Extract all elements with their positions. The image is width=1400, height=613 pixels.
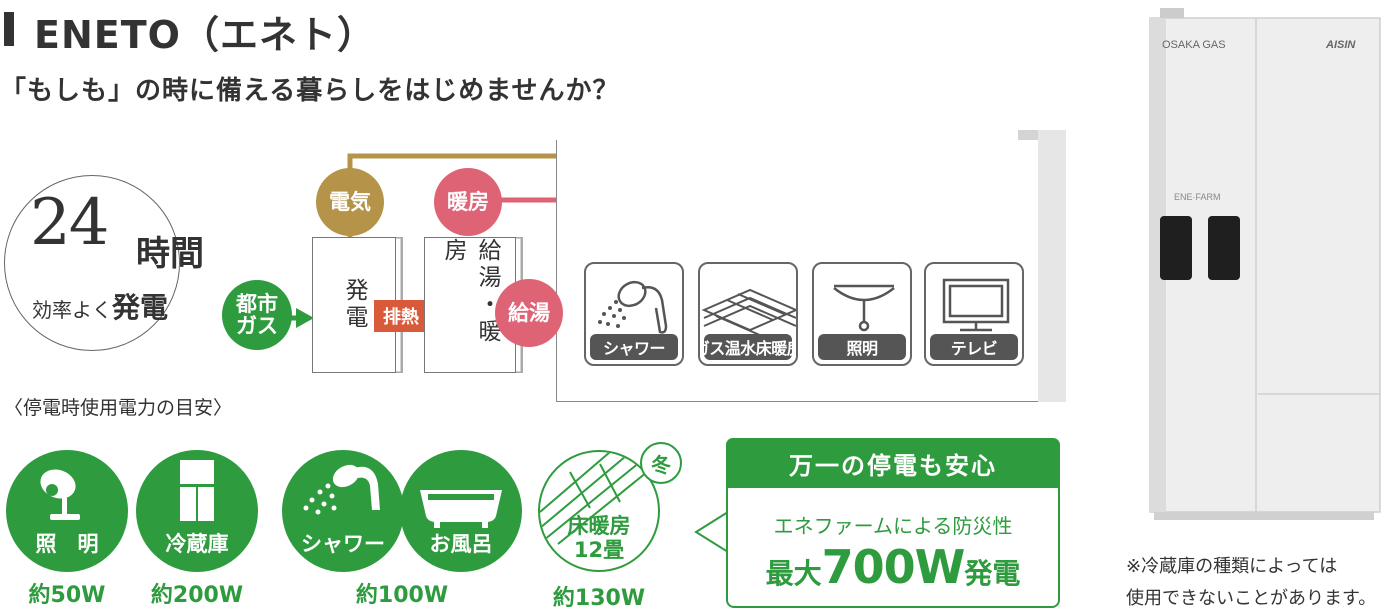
safety-pre: 最大 [765,557,822,590]
usage-fridge-circle: 冷蔵庫 [136,450,258,572]
city-gas-circle: 都市ガス [222,280,292,350]
brand-right: AISIN [1325,39,1356,51]
brand-left: OSAKA GAS [1162,39,1226,51]
appliance-shower: シャワー [584,262,684,366]
heating-circle: 暖房 [434,168,502,236]
usage-shower-bath-watt: 約100W [355,583,449,608]
tv-icon [942,278,1010,332]
display-panel-right [1208,216,1240,280]
badge-24h-caption: 効率よく発電 [32,286,168,326]
floor-heating-icon [701,288,796,337]
usage-fridge-label: 冷蔵庫 [165,532,229,556]
badge-24h-number: 24 [30,186,109,260]
electricity-label: 電気 [329,189,371,214]
usage-light-watt: 約50W [28,583,106,608]
title-bar-mark [4,12,14,46]
usage-bath-circle: お風呂 [400,450,522,572]
appliance-tv: テレビ [924,262,1024,366]
generation-label: 発電 [341,278,367,332]
usage-shower-label: シャワー [301,532,385,556]
ene-farm-unit-image: OSAKA GAS AISIN ENE·FARM [1149,8,1381,520]
appliance-floor-heating-label: ガス温水床暖房 [700,334,796,360]
safety-line2: 最大700W発電 [726,540,1060,594]
exhaust-heat-label: 排熱 [374,300,428,332]
safety-big-value: 700W [821,540,966,594]
desk-lamp-icon [40,469,80,520]
gas-arrow [296,308,314,328]
usage-floor-watt: 約130W [552,586,646,611]
badge-24h-caption-big: 発電 [112,291,169,324]
electricity-circle: 電気 [316,168,384,236]
badge-24h-unit: 時間 [136,234,204,274]
hotwater-heating-label: 給湯・暖房 [440,238,500,346]
usage-floor-label-1: 床暖房 [567,514,631,538]
hotwater-circle: 給湯 [495,279,563,347]
usage-title: 〈停電時使用電力の目安〉 [4,397,233,419]
usage-light-circle: 照 明 [6,450,128,572]
winter-badge: 冬 [640,442,682,484]
page-title: ENETO（エネト） [34,13,376,57]
appliance-light-label: 照明 [818,334,906,360]
usage-shower-circle: シャワー [282,450,404,572]
fridge-icon [180,460,214,521]
city-gas-label: 都市ガス [236,291,278,338]
display-panel-left [1160,216,1192,280]
ceiling-light-icon [833,284,895,332]
appliance-light: 照明 [812,262,912,366]
floor-heating-icon [540,452,653,545]
safety-line1: エネファームによる防災性 [773,514,1013,538]
heating-label: 暖房 [447,189,489,214]
usage-light-label: 照 明 [35,532,99,556]
safety-heading: 万一の停電も安心 [726,438,1060,488]
hotwater-label: 給湯 [508,300,550,325]
bathtub-icon [420,490,502,528]
shower-icon [303,464,380,515]
safety-box-pointer [694,510,730,554]
usage-fridge-watt: 約200W [150,583,244,608]
safety-post: 発電 [964,557,1021,590]
shower-icon [598,280,668,334]
appliance-floor-heating: ガス温水床暖房 [698,262,798,366]
usage-bath-label: お風呂 [429,532,493,556]
usage-floor-label-2: 12畳 [573,538,625,563]
product-logo: ENE·FARM [1174,192,1221,202]
footnote-line2: 使用できないことがあります。 [1126,588,1377,609]
badge-24h-circle [4,175,180,351]
badge-24h-caption-small: 効率よく [32,298,112,322]
footnote-line1: ※冷蔵庫の種類によっては [1126,556,1338,577]
appliance-shower-label: シャワー [590,334,678,360]
page-subtitle: 「もしも」の時に備える暮らしをはじめませんか？ [0,76,620,106]
appliance-tv-label: テレビ [930,334,1018,360]
